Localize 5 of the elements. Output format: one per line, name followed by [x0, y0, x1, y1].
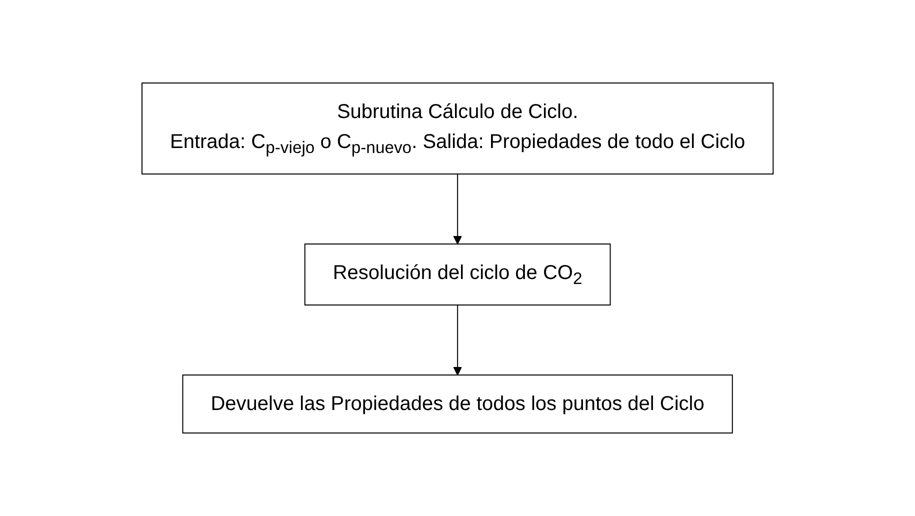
arrow [453, 304, 462, 376]
node-box: Devuelve las Propiedades de todos los puntos del Ciclo [182, 374, 733, 434]
node-box: Resolución del ciclo de CO$_{2}$ [304, 244, 611, 306]
arrow [453, 174, 462, 244]
node-box: Subrutina Cálculo de Ciclo. Entrada: C$_{p-viejo}$ o C$_{p-nuevo}$. Salida: Propiedades de todo el Ciclo [141, 82, 774, 174]
